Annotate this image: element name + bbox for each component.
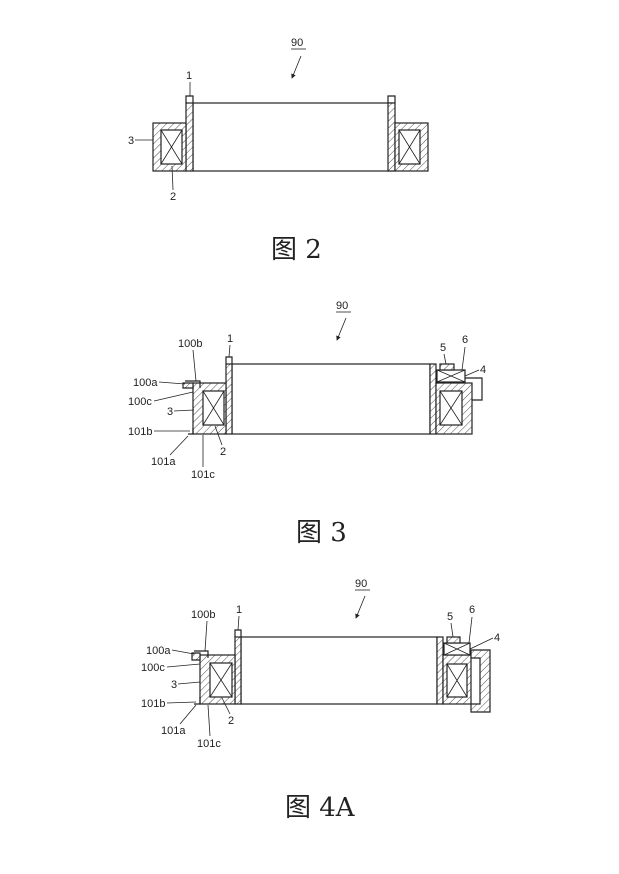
fig4a-label-3: 3 <box>171 679 177 691</box>
figure-4a: 90 1 100b 100a 100c 3 101b <box>141 578 500 823</box>
fig3-label-2: 2 <box>220 446 226 458</box>
figure-3: 90 1 100b 100a 100c 3 <box>128 300 486 548</box>
fig3-label-1: 1 <box>227 333 233 345</box>
fig4a-label-100b: 100b <box>191 609 215 621</box>
fig4a-sleeve <box>240 636 438 705</box>
fig4a-part-5 <box>446 636 461 644</box>
fig4a-part-6 <box>470 649 491 713</box>
fig4a-label-6: 6 <box>469 604 475 616</box>
fig3-label-5: 5 <box>440 342 446 354</box>
fig2-sleeve <box>192 102 394 172</box>
fig3-label-101c: 101c <box>191 469 215 481</box>
fig4a-caption: 图 4A <box>285 793 356 823</box>
fig4a-label-101c: 101c <box>197 738 221 750</box>
fig4a-label-90: 90 <box>355 578 367 590</box>
fig3-label-4: 4 <box>480 364 486 376</box>
fig3-label-101a: 101a <box>151 456 176 468</box>
fig4a-label-101b: 101b <box>141 698 165 710</box>
fig3-label-100a: 100a <box>133 377 158 389</box>
fig2-label-2: 2 <box>170 191 176 203</box>
fig3-part-5 <box>439 363 455 371</box>
fig4a-label-4: 4 <box>494 632 500 644</box>
fig3-label-100b: 100b <box>178 338 202 350</box>
fig3-sleeve <box>231 363 431 435</box>
fig3-label-90: 90 <box>336 300 348 312</box>
fig3-caption: 图 3 <box>296 518 347 548</box>
fig4a-label-5: 5 <box>447 611 453 623</box>
fig2-label-3: 3 <box>128 135 134 147</box>
fig3-label-101b: 101b <box>128 426 152 438</box>
fig4a-label-1: 1 <box>236 604 242 616</box>
fig2-caption: 图 2 <box>271 235 322 265</box>
fig4a-label-100a: 100a <box>146 645 171 657</box>
fig2-label-90: 90 <box>291 37 303 49</box>
fig3-label-3: 3 <box>167 406 173 418</box>
fig4a-label-101a: 101a <box>161 725 186 737</box>
fig2-label-1: 1 <box>186 70 192 82</box>
fig3-label-100c: 100c <box>128 396 152 408</box>
fig4a-label-2: 2 <box>228 715 234 727</box>
figure-2: 90 1 3 2 图 2 <box>128 37 429 265</box>
fig4a-label-100c: 100c <box>141 662 165 674</box>
fig3-label-6: 6 <box>462 334 468 346</box>
